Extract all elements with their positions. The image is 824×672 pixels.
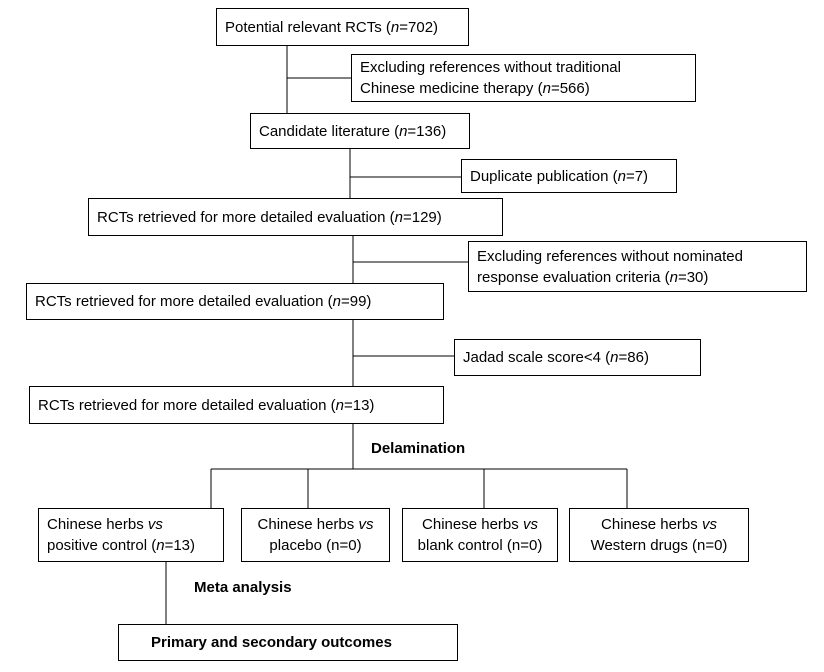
exclude-criteria-box: Excluding references without nominated r…	[468, 241, 807, 292]
rcts-99-box: RCTs retrieved for more detailed evaluat…	[26, 283, 444, 320]
group-western-drugs-box: Chinese herbs vs Western drugs (n=0)	[569, 508, 749, 562]
group-placebo-box: Chinese herbs vs placebo (n=0)	[241, 508, 390, 562]
candidate-literature-box: Candidate literature (n=136)	[250, 113, 470, 149]
primary-secondary-outcomes-box: Primary and secondary outcomes	[118, 624, 458, 661]
group-positive-control-box: Chinese herbs vs positive control (n=13)	[38, 508, 224, 562]
meta-analysis-label: Meta analysis	[194, 579, 292, 596]
exclude-tcm-box: Excluding references without traditional…	[351, 54, 696, 102]
rcts-129-box: RCTs retrieved for more detailed evaluat…	[88, 198, 503, 236]
group-blank-control-box: Chinese herbs vs blank control (n=0)	[402, 508, 558, 562]
delamination-label: Delamination	[371, 440, 466, 457]
jadad-box: Jadad scale score<4 (n=86)	[454, 339, 701, 376]
duplicate-publication-box: Duplicate publication (n=7)	[461, 159, 677, 193]
potential-rcts-box: Potential relevant RCTs (n=702)	[216, 8, 469, 46]
rcts-13-box: RCTs retrieved for more detailed evaluat…	[29, 386, 444, 424]
